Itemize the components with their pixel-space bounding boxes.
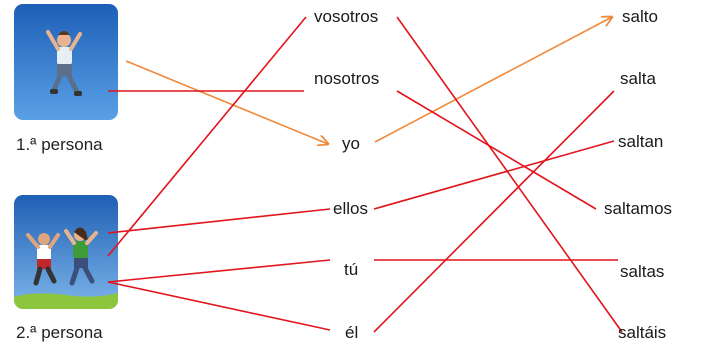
verb-form-saltas: saltas — [620, 262, 665, 281]
answer-line-photo2-tu — [107, 259, 331, 283]
pronoun-nosotros: nosotros — [314, 69, 380, 88]
verb-form-salta: salta — [620, 69, 656, 88]
pronoun-yo: yo — [342, 134, 360, 153]
verb-form-saltamos: saltamos — [604, 199, 673, 218]
answer-line-photo2-el — [107, 281, 331, 331]
photo-first-person — [14, 4, 118, 120]
pronoun-vosotros: vosotros — [314, 7, 379, 26]
pronoun-tu: tú — [344, 260, 359, 279]
answer-line-photo2-vosotros — [107, 16, 307, 257]
pronoun-ellos: ellos — [333, 199, 368, 218]
example-line-photo1-yo — [125, 60, 328, 144]
verb-form-salto: salto — [622, 7, 658, 26]
caption-second-person: 2.ª persona — [16, 323, 103, 342]
answer-line-el-salta — [373, 90, 615, 333]
photo-second-person — [14, 195, 118, 309]
answer-line-ellos-saltan — [373, 140, 615, 210]
answer-line-nosotros-saltamos — [396, 90, 597, 210]
answer-line-photo2-ellos — [107, 208, 331, 234]
example-line-yo-salto — [374, 17, 612, 143]
verb-form-saltais: saltáis — [618, 323, 667, 342]
pronoun-el: él — [345, 323, 359, 342]
verb-form-saltan: saltan — [618, 132, 664, 151]
caption-first-person: 1.ª persona — [16, 135, 103, 154]
answer-line-vosotros-saltais — [396, 16, 623, 333]
